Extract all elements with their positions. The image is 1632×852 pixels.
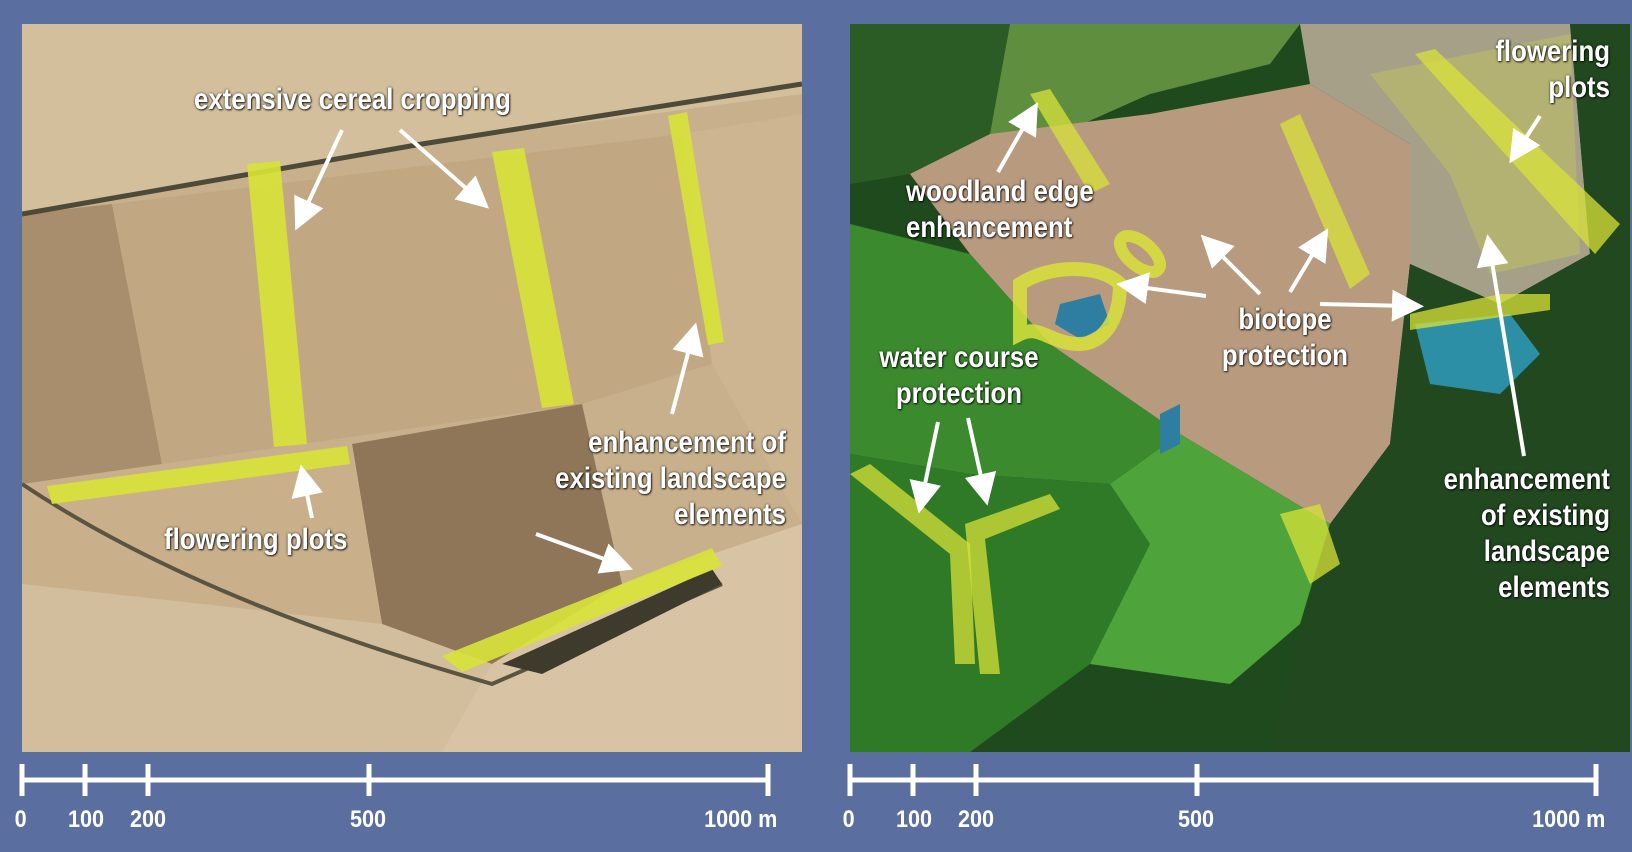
label-enhancement-existing-elements-right: enhancement of existing landscape elemen… bbox=[1443, 463, 1610, 604]
label-enhancement-existing-elements: enhancement of existing landscape elemen… bbox=[555, 426, 786, 531]
biotope-strip bbox=[1280, 114, 1370, 289]
label-flowering-plots: flowering plots bbox=[164, 523, 348, 556]
cereal-strip-1 bbox=[247, 161, 307, 447]
label-woodland-edge-enhancement: woodland edge enhancement bbox=[906, 175, 1094, 244]
flowering-strip bbox=[47, 446, 350, 504]
scale-tick-500: 500 bbox=[350, 806, 387, 833]
scale-tick-500: 500 bbox=[1178, 806, 1215, 833]
enhancement-strip-right bbox=[1280, 504, 1340, 584]
scale-tick-100: 100 bbox=[896, 806, 933, 833]
enhancement-strip bbox=[442, 548, 722, 672]
scale-tick-1000: 1000 m bbox=[1532, 806, 1606, 833]
right-aerial-map: woodland edge enhancement biotope protec… bbox=[850, 24, 1630, 752]
flowering-area bbox=[1370, 34, 1580, 274]
scale-tick-200: 200 bbox=[130, 806, 167, 833]
cereal-strip-2 bbox=[492, 148, 574, 408]
label-biotope-protection: biotope protection bbox=[1221, 303, 1349, 372]
scale-tick-0: 0 bbox=[842, 806, 855, 833]
right-scale-line bbox=[847, 764, 1599, 796]
woodland-edge-strip bbox=[1030, 89, 1110, 194]
label-water-course-protection: water course protection bbox=[879, 341, 1039, 410]
label-extensive-cereal-cropping: extensive cereal cropping bbox=[194, 83, 511, 116]
left-scale-bar: 0 100 200 500 1000 m bbox=[14, 760, 808, 852]
right-map-image bbox=[850, 24, 1630, 752]
scale-tick-200: 200 bbox=[958, 806, 995, 833]
watercourse-strip-2 bbox=[965, 494, 1060, 674]
scale-tick-1000: 1000 m bbox=[704, 806, 778, 833]
scale-tick-0: 0 bbox=[14, 806, 27, 833]
scale-tick-100: 100 bbox=[68, 806, 105, 833]
edge-strip bbox=[668, 112, 724, 345]
left-map-image bbox=[22, 24, 802, 752]
left-aerial-map: extensive cereal cropping flowering plot… bbox=[22, 24, 802, 752]
label-flowering-plots-right: flowering plots bbox=[1495, 35, 1610, 104]
right-scale-bar: 0 100 200 500 1000 m bbox=[842, 760, 1632, 852]
left-scale-line bbox=[19, 764, 771, 796]
